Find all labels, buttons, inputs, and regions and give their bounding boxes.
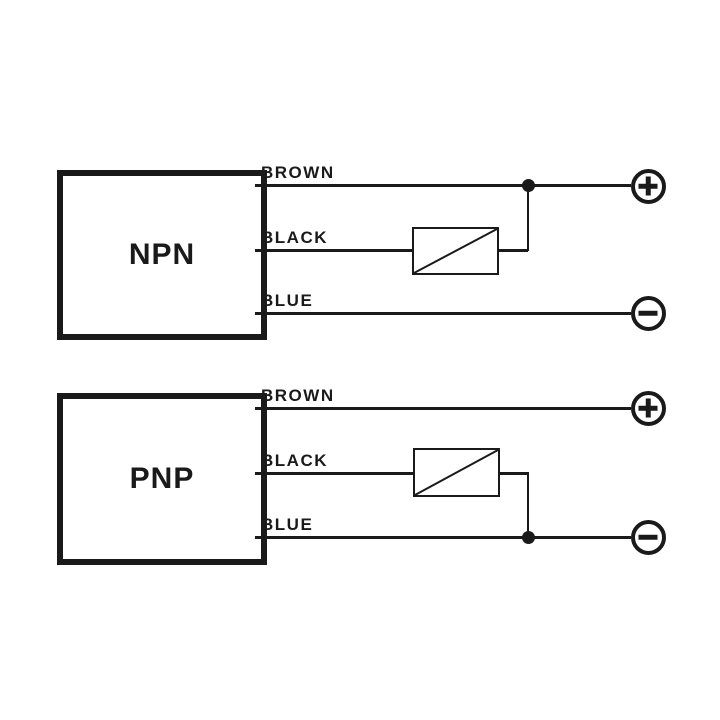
- npn-black-to-brown-riser-wire: [526, 184, 530, 251]
- load-diagonal-line: [414, 229, 497, 273]
- npn-blue-wire: [255, 312, 631, 315]
- pnp-load-symbol: [413, 448, 500, 497]
- pnp-device-label: PNP: [129, 462, 195, 495]
- load-diagonal-line: [415, 450, 498, 495]
- pnp-black-wire-label: BLACK: [261, 451, 328, 470]
- npn-blue-wire-label: BLUE: [261, 291, 314, 310]
- minus-icon: [635, 300, 662, 327]
- plus-icon: [635, 173, 662, 200]
- minus-icon: [635, 524, 662, 551]
- pnp-device-box: PNP: [57, 393, 267, 565]
- npn-brown-wire: [255, 184, 631, 187]
- pnp-brown-wire: [255, 407, 631, 410]
- pnp-black-wire: [255, 472, 414, 475]
- npn-device-box: NPN: [57, 170, 267, 340]
- pnp-blue-wire-label: BLUE: [261, 515, 314, 534]
- pnp-black-to-blue-dropper-wire: [526, 472, 530, 538]
- npn-load-output-wire: [497, 249, 528, 252]
- npn-black-wire-label: BLACK: [261, 228, 328, 247]
- pnp-blue-wire: [255, 536, 631, 539]
- npn-black-wire: [255, 249, 413, 252]
- pnp-positive-terminal: [630, 390, 666, 426]
- npn-positive-terminal: [630, 168, 666, 204]
- npn-device-label: NPN: [128, 238, 196, 271]
- npn-load-symbol: [412, 227, 499, 275]
- npn-brown-wire-label: BROWN: [261, 163, 335, 182]
- pnp-negative-terminal: [630, 519, 666, 555]
- npn-junction-dot: [521, 179, 535, 192]
- plus-icon: [635, 395, 662, 422]
- npn-negative-terminal: [630, 295, 666, 331]
- pnp-load-output-wire: [498, 472, 529, 475]
- pnp-brown-wire-label: BROWN: [261, 386, 335, 405]
